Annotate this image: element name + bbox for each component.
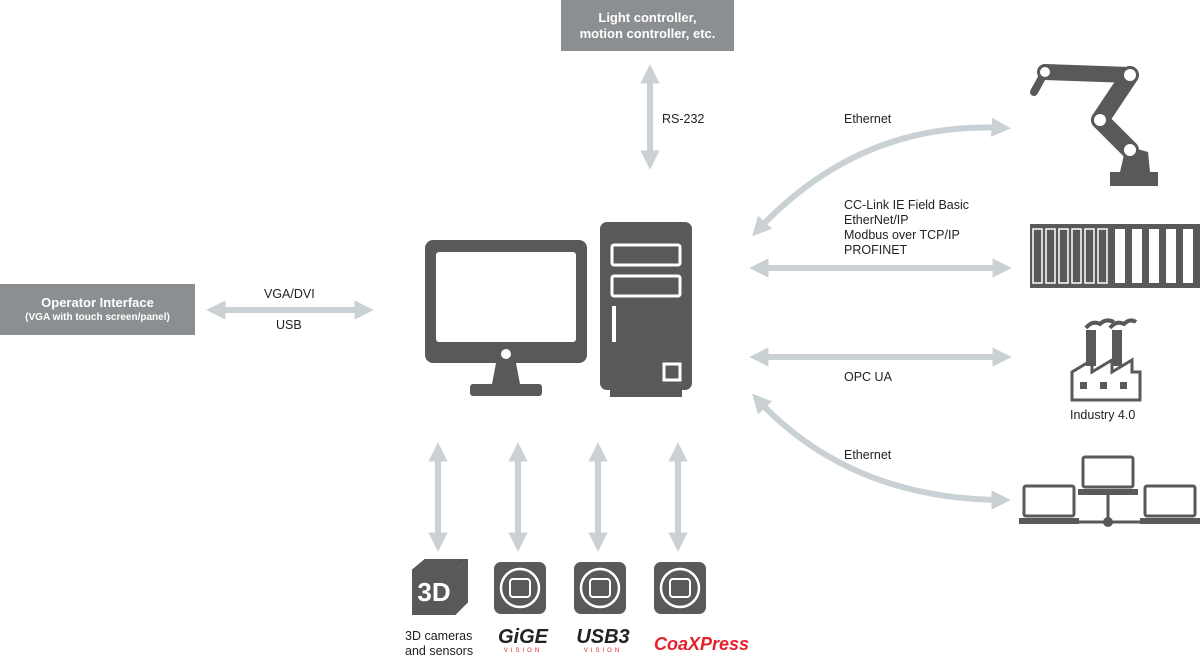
usb3-logo-sub: VISION xyxy=(583,648,623,654)
opcua-label: OPC UA xyxy=(844,370,892,384)
light-controller-box: Light controller, motion controller, etc… xyxy=(561,0,734,51)
vga-label: VGA/DVI xyxy=(264,287,315,301)
usb-label: USB xyxy=(276,318,302,332)
ethernet-top-arrow xyxy=(752,117,1011,237)
ethernet-bottom-arrow xyxy=(752,393,1011,510)
usb3-vision-logo: USB3 VISION xyxy=(573,627,633,655)
operator-interface-subtitle: (VGA with touch screen/panel) xyxy=(25,312,170,323)
3d-cameras-label-line2: and sensors xyxy=(405,644,474,658)
pc-tower-icon xyxy=(600,222,692,397)
fieldbus-item: EtherNet/IP xyxy=(844,213,909,227)
plc-rack-icon xyxy=(1030,224,1200,288)
factory-icon xyxy=(1070,318,1142,402)
camera-icon xyxy=(574,562,626,614)
fieldbus-list: CC-Link IE Field Basic EtherNet/IP Modbu… xyxy=(844,198,969,258)
operator-interface-title: Operator Interface xyxy=(41,295,154,310)
coaxpress-logo: CoaXPress xyxy=(654,634,750,654)
ethernet-bottom-label: Ethernet xyxy=(844,448,892,462)
rs232-label: RS-232 xyxy=(662,112,705,126)
camera-icon xyxy=(654,562,706,614)
monitor-icon xyxy=(425,240,587,396)
camera-icon xyxy=(494,562,546,614)
industry-label: Industry 4.0 xyxy=(1070,408,1136,422)
3d-cameras-label-line1: 3D cameras xyxy=(405,629,473,643)
robot-arm-icon xyxy=(1030,64,1158,186)
light-controller-line2: motion controller, etc. xyxy=(579,25,716,41)
usb3-logo-main: USB3 xyxy=(576,626,630,648)
ethernet-top-label: Ethernet xyxy=(844,112,892,126)
fieldbus-item: CC-Link IE Field Basic xyxy=(844,198,970,212)
gige-vision-logo: GiGE VISION xyxy=(493,627,553,655)
gige-logo-sub: VISION xyxy=(503,648,543,654)
gige-logo-main: GiGE xyxy=(497,626,548,648)
operator-interface-box: Operator Interface (VGA with touch scree… xyxy=(0,284,195,335)
light-controller-line1: Light controller, xyxy=(598,9,697,25)
fieldbus-item: PROFINET xyxy=(844,243,908,257)
3d-cube-label: 3D xyxy=(417,577,451,607)
fieldbus-item: Modbus over TCP/IP xyxy=(844,228,960,242)
network-icon xyxy=(1019,455,1200,527)
3d-cube-icon xyxy=(412,559,468,615)
